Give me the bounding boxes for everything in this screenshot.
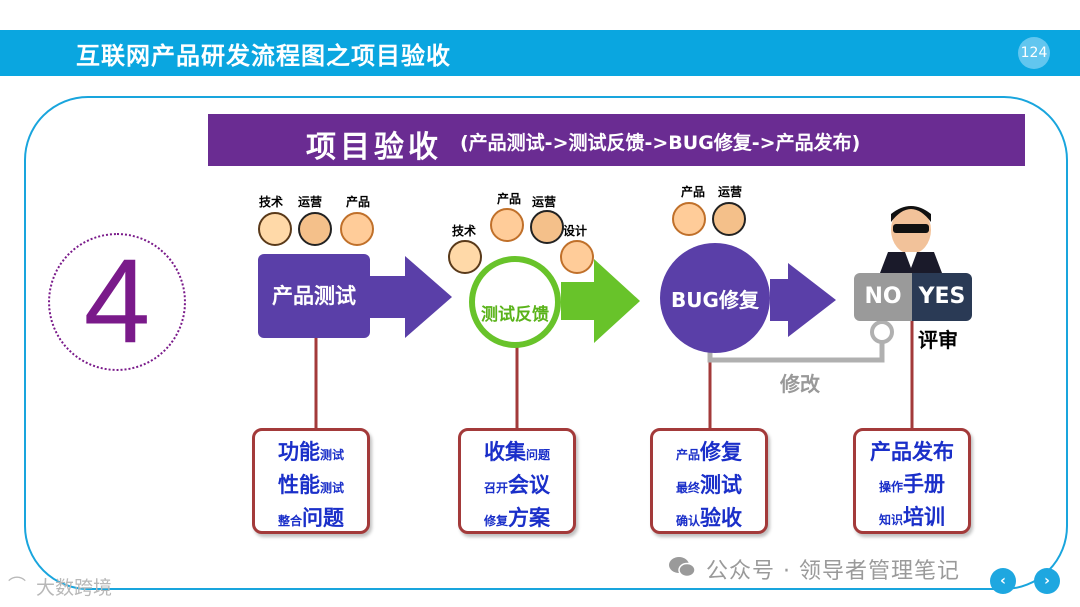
- wechat-icon: [669, 557, 696, 578]
- avatar-icon: [298, 212, 332, 246]
- stage-test-feedback: [469, 256, 561, 348]
- role-label: 产品: [681, 185, 706, 199]
- role-label: 产品: [497, 192, 522, 206]
- task-card: 产品发布 操作手册 知识培训: [853, 428, 971, 534]
- no-label: NO: [854, 273, 912, 321]
- section-banner: 项目验收 (产品测试->测试反馈->BUG修复->产品发布): [208, 114, 1025, 166]
- watermark-text: 公众号 · 领导者管理笔记: [706, 559, 960, 584]
- stage-bug-fix: [660, 243, 770, 353]
- role-label: 运营: [718, 185, 743, 199]
- role-label: 产品: [346, 195, 371, 209]
- avatar-icon: [448, 240, 482, 274]
- reviewer-figure-icon: [880, 206, 942, 273]
- feedback-loop-line: [707, 342, 885, 363]
- role-label: 运营: [532, 195, 557, 209]
- avatar-icon: [490, 208, 524, 242]
- stage-product-test: 产品测试: [258, 254, 370, 338]
- task-card: 收集问题 召开会议 修复方案: [458, 428, 576, 534]
- content-frame: [24, 96, 1068, 590]
- avatar-icon: [530, 210, 564, 244]
- next-page-button[interactable]: ›: [1034, 568, 1060, 594]
- role-label: 技术: [452, 224, 477, 238]
- role-label: 运营: [298, 195, 323, 209]
- avatar-icon: [340, 212, 374, 246]
- arrow-right-icon: [370, 256, 452, 338]
- banner-title: 项目验收: [306, 130, 442, 165]
- role-label: 设计: [563, 224, 588, 238]
- review-label: 评审: [918, 328, 958, 352]
- stage-label: BUG修复: [671, 288, 759, 312]
- avatar-icon: [712, 202, 746, 236]
- avatar-icon: [258, 212, 292, 246]
- step-circle: [48, 233, 186, 371]
- prev-page-button[interactable]: ‹: [990, 568, 1016, 594]
- modify-label: 修改: [780, 372, 820, 396]
- step-number: 4: [83, 234, 151, 368]
- yes-label: YES: [912, 273, 972, 321]
- task-card: 功能测试 性能测试 整合问题: [252, 428, 370, 534]
- header-bar: [0, 30, 1080, 76]
- arrow-right-icon: [770, 263, 836, 337]
- page-number: 124: [1018, 37, 1050, 69]
- avatar-icon: [560, 240, 594, 274]
- stage-label: 测试反馈: [481, 305, 549, 325]
- loop-node-icon: [870, 320, 894, 344]
- arrow-right-icon: [561, 259, 640, 343]
- avatar-icon: [672, 202, 706, 236]
- role-label: 技术: [259, 195, 284, 209]
- brand-logo-icon: ⌒: [8, 576, 26, 597]
- task-card: 产品修复 最终测试 确认验收: [650, 428, 768, 534]
- banner-subtitle: (产品测试->测试反馈->BUG修复->产品发布): [460, 132, 861, 154]
- page-title: 互联网产品研发流程图之项目验收: [76, 42, 451, 70]
- watermark-left: 大数跨境: [36, 577, 113, 599]
